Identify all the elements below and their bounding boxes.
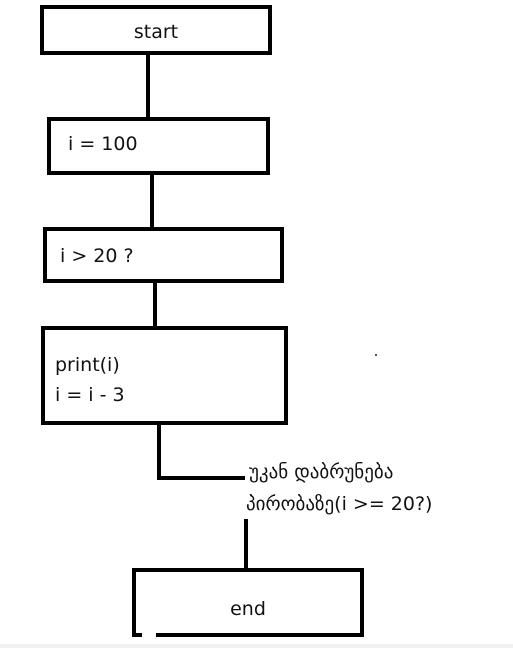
condition-node-label: i > 20 ? [60,245,134,267]
condition-node: i > 20 ? [43,227,284,283]
loop-body-node: print(i) i = i - 3 [41,326,288,425]
connector-body-right [157,476,245,480]
connector-start-init [146,55,150,117]
start-node-label: start [133,21,179,43]
connector-body-down [157,425,161,480]
connector-note-end [244,519,248,575]
connector-init-condition [150,175,154,227]
loop-back-note-line1: უკან დაბრუნება [249,461,394,483]
init-node-label: i = 100 [68,133,138,155]
start-node: start [40,5,272,55]
loop-body-decrement-label: i = i - 3 [55,384,125,406]
loop-back-note-line2: პირობაზე(i >= 20?) [246,493,433,515]
init-node: i = 100 [47,117,270,175]
connector-condition-body [153,283,157,327]
loop-body-print-label: print(i) [55,354,120,376]
end-node-gap [142,633,156,637]
speck-mark [375,354,377,356]
end-node: end [132,568,364,637]
bottom-edge [0,644,513,648]
end-node-label: end [230,598,266,620]
